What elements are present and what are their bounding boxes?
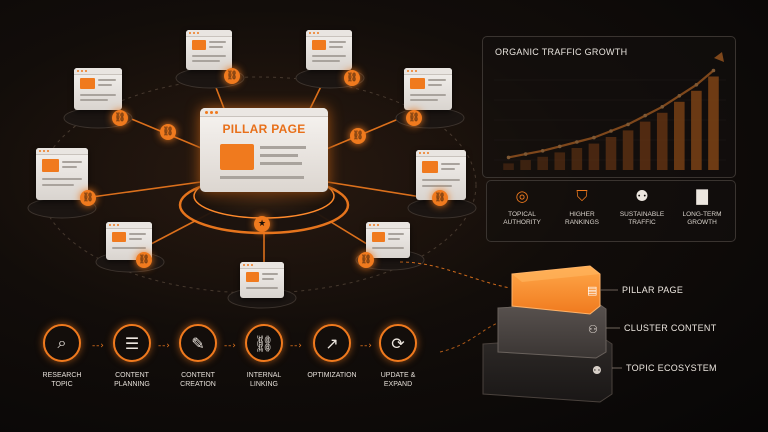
pillar-image-placeholder [220,144,254,170]
flow-to-stack [399,261,511,289]
cluster-page-node[interactable] [106,222,152,260]
search-icon: ⌕ [43,324,81,362]
link-icon: ⛓ [112,110,128,126]
step-optimization[interactable]: ↗ OPTIMIZATION [296,324,368,380]
cluster-page-node[interactable] [404,68,452,110]
link-icon: ⛓ [245,324,283,362]
refresh-icon: ⟳ [379,324,417,362]
star-icon: ★ [254,216,270,232]
shield-icon: ⛉ [576,187,588,205]
stack-label-pillar: PILLAR PAGE [622,285,684,295]
pillar-page-card[interactable]: PILLAR PAGE [200,108,328,192]
stack-icon-document: ▤ [587,284,597,297]
link-icon: ⛓ [406,110,422,126]
link-icon: ⛓ [136,252,152,268]
arrow-icon: - - › [158,341,170,351]
arrow-icon: - - › [92,341,104,351]
cluster-page-node[interactable] [306,30,352,70]
traffic-title: ORGANIC TRAFFIC GROWTH [495,47,628,57]
stack-label-cluster: CLUSTER CONTENT [624,323,717,333]
target-icon: ◎ [515,187,529,205]
stack-leader-lines [600,289,622,369]
pillar-page-title: PILLAR PAGE [222,122,306,136]
users-icon: ⚉ [635,187,649,205]
stack-icon-people: ⚉ [592,364,602,377]
link-icon: ⛓ [358,252,374,268]
cluster-page-node[interactable] [366,222,410,258]
link-icon: ⛓ [350,128,366,144]
link-icon: ⛓ [432,190,448,206]
arrow-icon: - - › [224,341,236,351]
cluster-page-node[interactable] [74,68,122,110]
stack-icon-network: ⚇ [588,323,598,336]
cluster-page-node[interactable] [36,148,88,200]
link-icon: ⛓ [344,70,360,86]
layer-pillar-page [511,265,601,315]
arrow-icon: - - › [360,341,372,351]
traffic-panel: ORGANIC TRAFFIC GROWTH [482,36,736,178]
cluster-page-node[interactable] [240,262,284,298]
link-icon: ⛓ [160,124,176,140]
arrow-icon: - - › [290,341,302,351]
pencil-icon: ✎ [179,324,217,362]
cluster-page-node[interactable] [186,30,232,70]
link-icon: ⛓ [80,190,96,206]
step-update-expand[interactable]: ⟳ UPDATE &EXPAND [362,324,434,389]
document-icon: ☰ [113,324,151,362]
chart-up-icon: ↗ [313,324,351,362]
link-icon: ⛓ [224,68,240,84]
flow-from-steps [439,321,501,353]
stack-label-ecosystem: TOPIC ECOSYSTEM [626,363,717,373]
bar-chart-icon: ▇ [696,187,708,205]
